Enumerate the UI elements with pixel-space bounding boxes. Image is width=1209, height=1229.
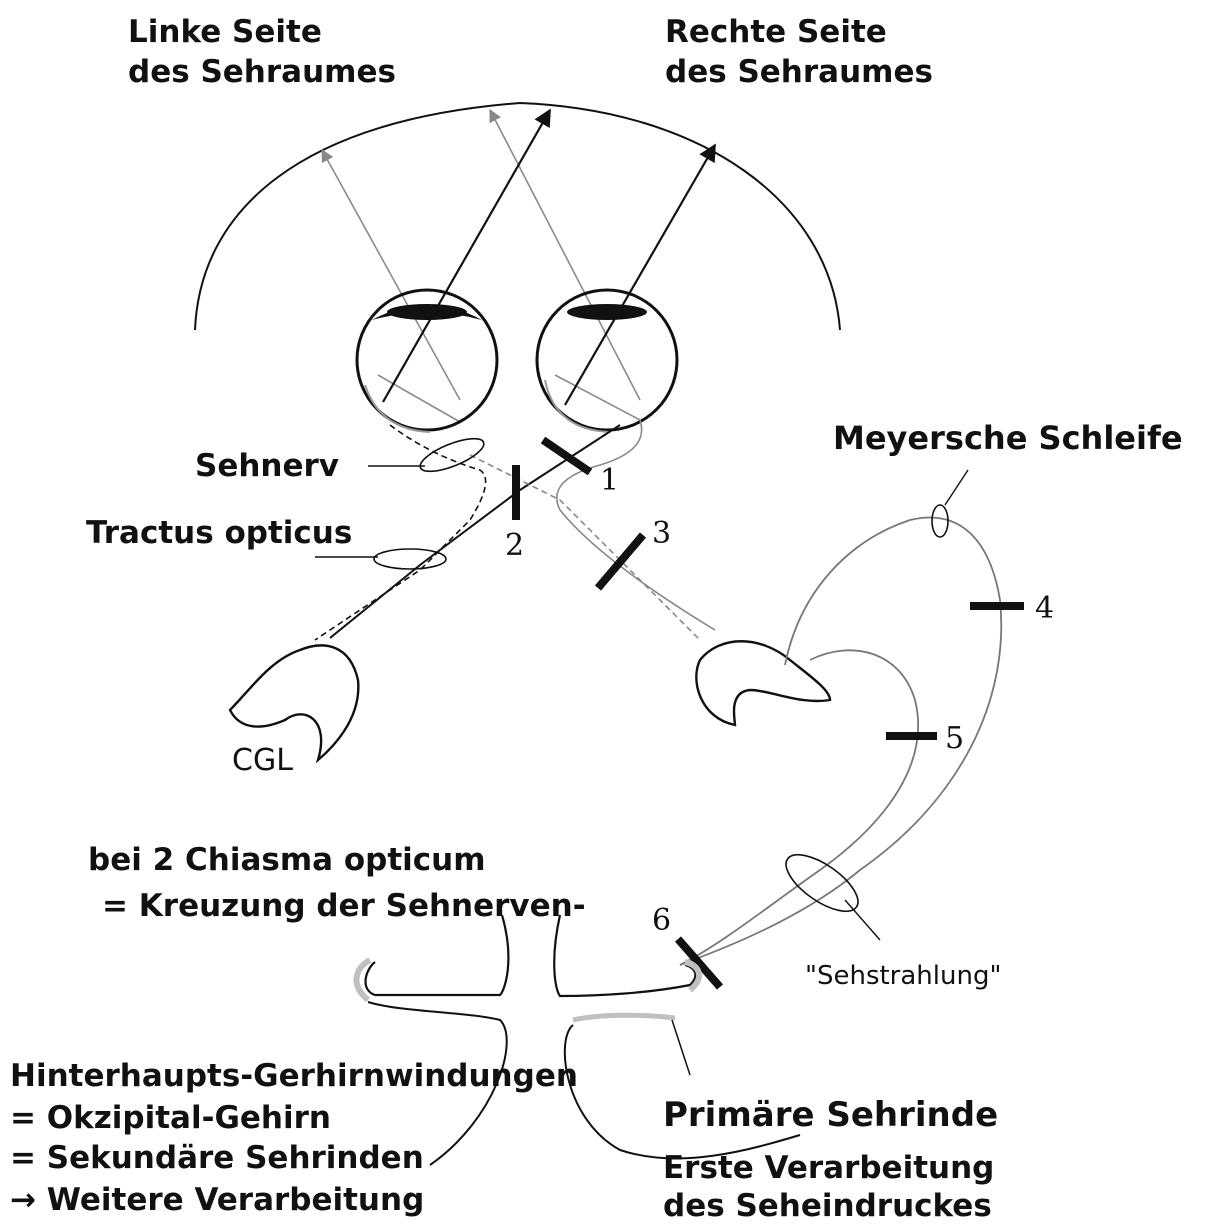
- meyer-label: Meyersche Schleife: [833, 419, 1183, 457]
- sehnerv-marker: [416, 432, 487, 478]
- lesion-number-3: 3: [652, 516, 671, 551]
- lesion-number-5: 5: [945, 721, 964, 756]
- primaer-label: Primäre Sehrinde: [663, 1095, 998, 1135]
- hinterhaupt-line-1: Hinterhaupts-Gerhirnwindungen: [10, 1058, 578, 1094]
- right-eye: [537, 290, 677, 432]
- lesion-number-4: 4: [1035, 591, 1054, 626]
- left-field-title-2: des Sehraumes: [128, 54, 396, 90]
- chiasma-line-2: = Kreuzung der Sehnerven-: [102, 888, 586, 924]
- right-field-title-1: Rechte Seite: [665, 14, 887, 50]
- sehnerv-label: Sehnerv: [195, 448, 339, 484]
- lesion-number-6: 6: [652, 903, 671, 938]
- cgl-label: CGL: [232, 743, 293, 778]
- visual-field-arc: [195, 103, 840, 330]
- sehstrahlung-leader: [845, 900, 880, 940]
- erste-line-2: des Seheindruckes: [663, 1188, 992, 1224]
- sehstrahlung-label: "Sehstrahlung": [805, 961, 1001, 991]
- meyer-leader: [945, 470, 968, 505]
- grey-field-rays: [322, 110, 640, 422]
- lesion-number-2: 2: [505, 528, 524, 563]
- left-eye: [357, 290, 497, 432]
- hinterhaupt-line-2: = Okzipital-Gehirn: [10, 1100, 331, 1136]
- erste-line-1: Erste Verarbeitung: [663, 1150, 994, 1186]
- tractus-marker: [374, 549, 446, 569]
- left-field-title-1: Linke Seite: [128, 14, 322, 50]
- hinterhaupt-line-4: → Weitere Verarbeitung: [10, 1182, 424, 1218]
- meyer-loop-marker: [932, 505, 948, 537]
- hinterhaupt-line-3: = Sekundäre Sehrinden: [10, 1140, 424, 1176]
- right-field-title-2: des Sehraumes: [665, 54, 933, 90]
- black-field-rays: [383, 110, 715, 405]
- tractus-label: Tractus opticus: [86, 515, 352, 551]
- lesion-number-1: 1: [600, 463, 619, 498]
- cgl-right: [696, 641, 830, 725]
- chiasma-line-1: bei 2 Chiasma opticum: [88, 842, 486, 878]
